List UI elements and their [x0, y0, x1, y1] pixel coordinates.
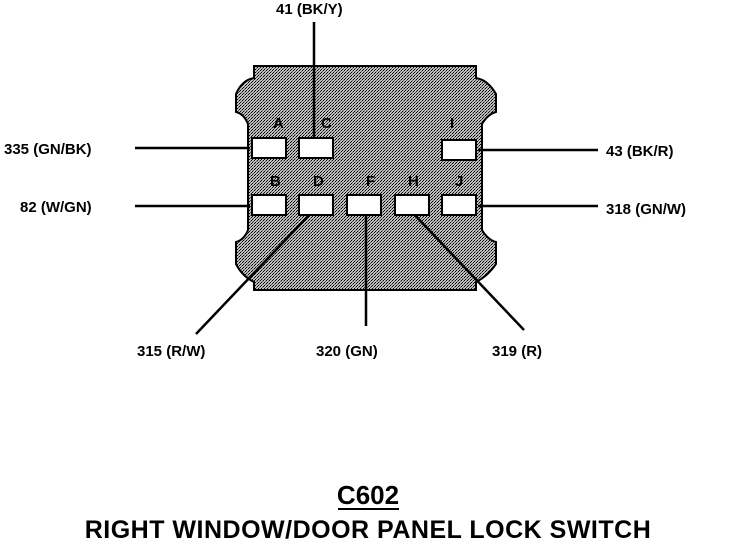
- terminal-f: [346, 194, 382, 216]
- wire-315: [195, 211, 313, 335]
- pin-label-c: C: [321, 115, 332, 132]
- wire-label-319: 319 (R): [492, 343, 542, 360]
- wire-label-82: 82 (W/GN): [20, 199, 92, 216]
- pin-label-i: I: [450, 115, 454, 132]
- wire-label-335: 335 (GN/BK): [4, 141, 92, 158]
- terminal-i: [441, 139, 477, 161]
- pin-label-b: B: [270, 173, 281, 190]
- pin-label-a: A: [273, 115, 284, 132]
- terminal-b: [251, 194, 287, 216]
- terminal-d: [298, 194, 334, 216]
- wire-label-top: 41 (BK/Y): [276, 1, 343, 18]
- pin-label-j: J: [455, 173, 463, 190]
- terminals: [251, 137, 477, 216]
- pin-label-d: D: [313, 173, 324, 190]
- pin-label-f: F: [366, 173, 375, 190]
- connector-body: [235, 65, 497, 291]
- wire-319: [409, 209, 525, 331]
- connector-name: RIGHT WINDOW/DOOR PANEL LOCK SWITCH: [85, 516, 652, 544]
- wire-label-315: 315 (R/W): [137, 343, 205, 360]
- terminal-a: [251, 137, 287, 159]
- terminal-h: [394, 194, 430, 216]
- wires: [135, 22, 598, 335]
- connector-code: C602: [337, 480, 399, 510]
- pin-label-h: H: [408, 173, 419, 190]
- wire-label-43: 43 (BK/R): [606, 143, 674, 160]
- terminal-c: [298, 137, 334, 159]
- wire-label-318: 318 (GN/W): [606, 201, 686, 218]
- wire-label-320: 320 (GN): [316, 343, 378, 360]
- terminal-j: [441, 194, 477, 216]
